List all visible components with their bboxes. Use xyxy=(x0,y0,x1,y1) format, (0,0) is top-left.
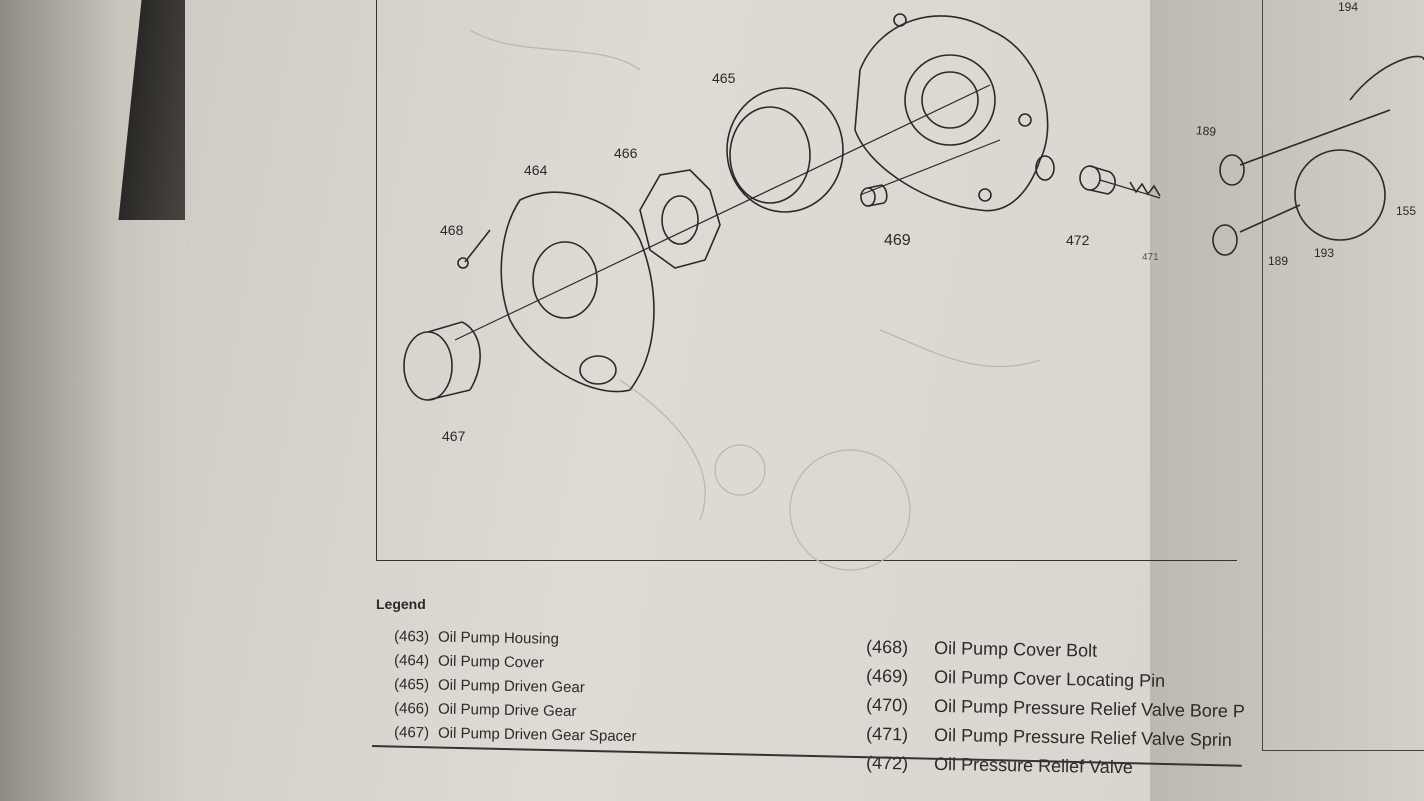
driven-gear-spacer xyxy=(403,321,481,401)
callout-189-lower: 189 xyxy=(1268,254,1289,268)
figure-frame xyxy=(376,0,1237,561)
callout-472: 472 xyxy=(1066,232,1090,248)
pressure-relief-valve xyxy=(1079,165,1116,195)
legend-number: (469) xyxy=(865,665,909,687)
callout-155: 155 xyxy=(1396,204,1417,218)
legend-number: (463) xyxy=(393,627,430,646)
callout-467: 467 xyxy=(442,428,466,444)
oil-pump-cover-bolt xyxy=(457,229,491,269)
legend-label: Oil Pump Drive Gear xyxy=(437,700,577,721)
callout-465: 465 xyxy=(712,70,736,86)
oil-pump-driven-gear xyxy=(726,87,844,213)
legend-label: Oil Pump Cover Locating Pin xyxy=(933,666,1166,691)
legend-title: Legend xyxy=(376,596,426,612)
right-page-partial-drawing xyxy=(1212,55,1424,256)
oil-pump-housing xyxy=(854,13,1055,212)
callout-466: 466 xyxy=(614,145,638,161)
legend-label: Oil Pump Cover Bolt xyxy=(933,637,1098,661)
legend-number: (465) xyxy=(393,675,430,694)
callout-471: 471 xyxy=(1142,252,1159,263)
legend-label: Oil Pump Driven Gear xyxy=(437,676,585,697)
callout-194: 194 xyxy=(1338,0,1359,14)
callout-189-upper: 189 xyxy=(1195,123,1217,139)
oil-pump-drive-gear xyxy=(639,169,721,269)
legend-label: Oil Pump Cover xyxy=(437,652,545,672)
right-page xyxy=(1150,0,1424,801)
legend-number: (464) xyxy=(393,651,430,670)
legend-label: Oil Pump Housing xyxy=(437,628,560,648)
right-figure-frame xyxy=(1262,0,1424,751)
legend-left-column: (463) Oil Pump Housing (464) Oil Pump Co… xyxy=(393,627,637,750)
callout-193: 193 xyxy=(1314,246,1335,260)
manual-page xyxy=(185,0,1265,801)
callout-468: 468 xyxy=(440,222,464,238)
legend-number: (470) xyxy=(865,694,909,716)
callout-469: 469 xyxy=(884,232,911,249)
faint-background-engine xyxy=(469,29,1041,571)
legend-number: (466) xyxy=(393,699,430,718)
assembly-centerlines xyxy=(454,84,1161,341)
locating-pin xyxy=(860,184,888,207)
legend-number: (468) xyxy=(865,636,909,658)
callout-464: 464 xyxy=(524,162,548,178)
legend-number: (471) xyxy=(865,723,909,745)
oil-pump-cover xyxy=(500,191,655,393)
